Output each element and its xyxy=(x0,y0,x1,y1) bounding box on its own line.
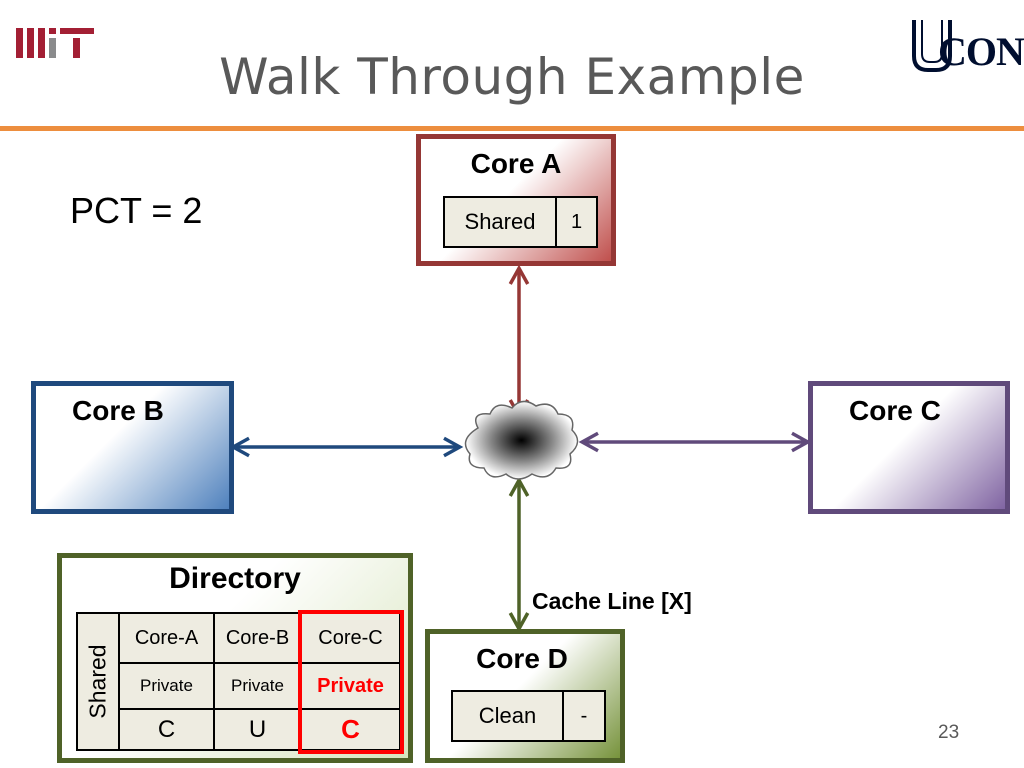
core-b-label: Core B xyxy=(72,395,164,426)
core-c-box xyxy=(808,381,1010,514)
cache-line-label: Cache Line [X] xyxy=(532,588,692,614)
mit-logo xyxy=(16,28,94,58)
directory-state-cell: Shared xyxy=(76,612,120,751)
directory-title: Directory xyxy=(169,562,301,595)
directory-core-cell: Core-A xyxy=(118,612,215,664)
core-d-count-cell: - xyxy=(562,690,606,742)
core-a-state-cell: Shared xyxy=(443,196,557,248)
slide-title: Walk Through Example xyxy=(219,48,805,106)
directory-core-cell: Core-C xyxy=(300,612,401,664)
core-c-label: Core C xyxy=(849,395,941,426)
directory-state-label: Shared xyxy=(84,644,111,719)
directory-mode-cell: Private xyxy=(213,662,302,710)
title-divider xyxy=(0,126,1024,131)
cloud-icon xyxy=(464,400,579,480)
directory-mode-cell-highlighted: Private xyxy=(300,662,401,710)
directory-tag-cell-highlighted: C xyxy=(300,708,401,751)
directory-mode-cell: Private xyxy=(118,662,215,710)
core-d-state-cell: Clean xyxy=(451,690,564,742)
page-number: 23 xyxy=(938,722,960,743)
core-a-count-cell: 1 xyxy=(555,196,598,248)
directory-tag-cell: U xyxy=(213,708,302,751)
core-a-label: Core A xyxy=(470,148,562,179)
uconn-logo: CONN xyxy=(912,18,1024,74)
pct-label: PCT = 2 xyxy=(70,190,203,231)
directory-tag-cell: C xyxy=(118,708,215,751)
directory-core-cell: Core-B xyxy=(213,612,302,664)
core-b-box xyxy=(31,381,234,514)
core-d-label: Core D xyxy=(476,643,568,674)
